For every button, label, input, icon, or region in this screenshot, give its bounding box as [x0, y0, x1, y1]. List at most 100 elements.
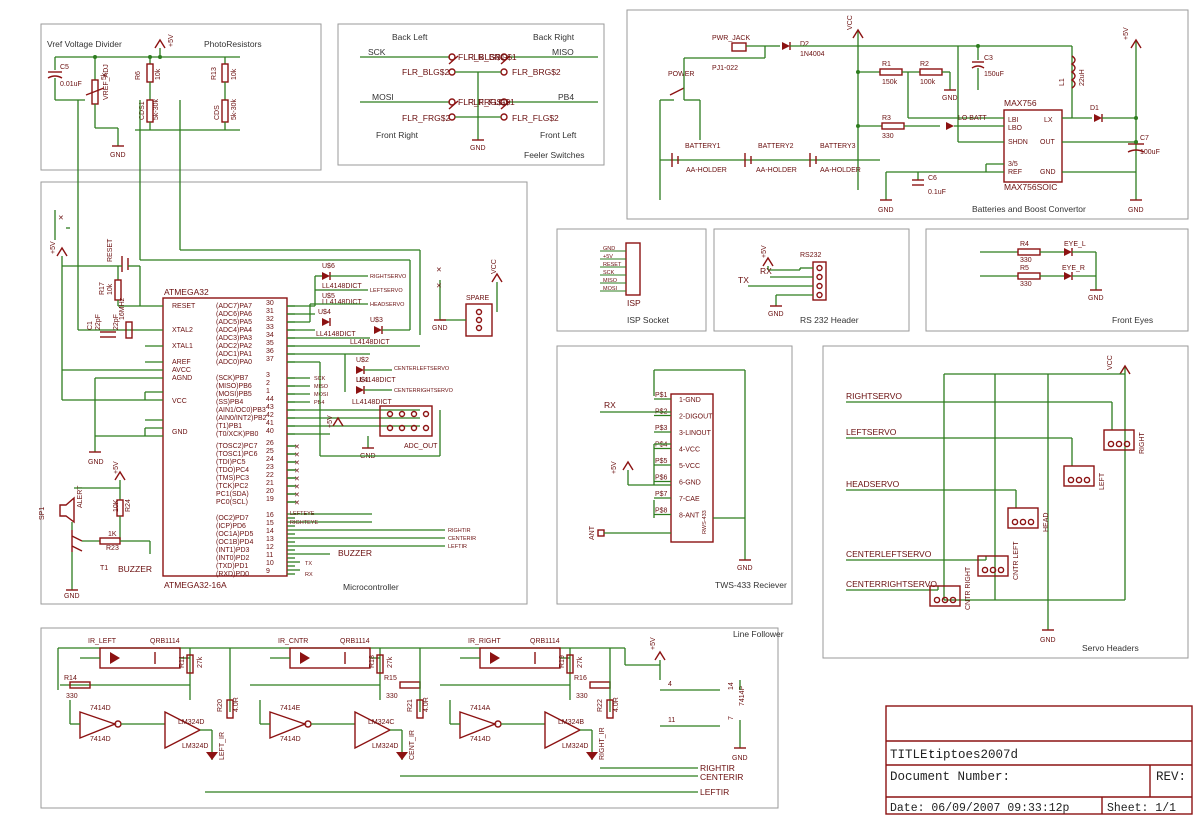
line-out-centerir: CENTERIR: [700, 772, 743, 782]
micro-pin-right-label: (ADC2)PA2: [216, 343, 252, 350]
max-pin-lbo: LBO: [1008, 125, 1023, 132]
rs232-tx: TX: [738, 275, 749, 285]
micro-pin-right-label: (TCK)PC2: [216, 483, 248, 490]
net-buzzer: BUZZER: [338, 548, 372, 558]
isp-pin-reset: RESET: [603, 262, 622, 268]
c3-label: C3: [984, 55, 993, 62]
micro-chip-value: ATMEGA32-16A: [164, 580, 227, 590]
servo-header-pin: [1115, 440, 1123, 448]
r13-label: R13: [211, 67, 218, 80]
micro-pin-right-label: (AIN0/INT2)PB2: [216, 415, 267, 422]
net-rightservo: RIGHTSERVO: [370, 274, 407, 280]
back-right-label: Back Right: [533, 32, 575, 42]
micro-pin-right-label: (RXD)PD0: [216, 571, 249, 578]
battery1-holder: AA-HOLDER: [686, 167, 727, 174]
indicator-led: [586, 752, 598, 760]
servo-header-label: CNTR RIGHT: [965, 566, 972, 610]
isp-pin-5v: +5V: [603, 254, 613, 260]
receiver-pin-label: 4-VCC: [679, 447, 700, 454]
receiver-pin-label: 3-LINOUT: [679, 430, 712, 437]
servo-header-pin: [1123, 440, 1131, 448]
spare-no-connect-x: ✕: [436, 267, 442, 274]
micro-pin-right-number: 16: [266, 512, 274, 519]
led-resistor-label: R20: [217, 699, 224, 712]
series-resistor-label: R14: [64, 675, 77, 682]
servo-header: [1063, 465, 1095, 487]
receiver-pin-name: P$5: [655, 458, 668, 465]
buzzer-5v: +5V: [113, 461, 120, 474]
max-pin-ref: REF: [1008, 169, 1022, 176]
ir-sensor-label: IR_LEFT: [88, 638, 117, 645]
series-resistor-value: 330: [66, 693, 78, 700]
servo-net-label: CENTERRIGHTSERVO: [846, 579, 937, 589]
receiver-pin-label: 7-CAE: [679, 496, 700, 503]
servo-header-pin: [981, 566, 989, 574]
max-pin-35: 3/5: [1008, 161, 1018, 168]
isp-connector-label: ISP: [627, 298, 641, 308]
inverter-value: 7414D: [470, 736, 491, 743]
servo-gnd: GND: [1040, 637, 1056, 644]
servo-header-pin: [949, 596, 957, 604]
cds-label: CDS: [214, 105, 221, 120]
max756-value: MAX756SOIC: [1004, 182, 1057, 192]
flr-frg1: FLR_FRG$1: [458, 97, 506, 107]
power-section: PWR_JACK PJ1-022 D2 1N4004 VCC POWER BAT…: [659, 15, 1160, 214]
indicator-led-label: RIGHT_IR: [599, 727, 606, 760]
vref-section: Vref Voltage Divider PhotoResistors +5V …: [47, 34, 421, 335]
feeler-gnd: GND: [470, 145, 486, 152]
led-resistor-label: R21: [407, 699, 414, 712]
schmitt-inverter: [79, 711, 118, 740]
micro-pin-right-number: 14: [266, 528, 274, 535]
r1-label: R1: [882, 61, 891, 68]
no-connect-x: ✕: [294, 468, 300, 475]
line-pwr-label: 7414P: [739, 685, 746, 706]
micro-pin-right-number: 31: [266, 308, 274, 315]
output-gnd: GND: [1128, 207, 1144, 214]
r13-value: 10k: [231, 68, 238, 80]
sp1-label: SP1: [39, 507, 46, 520]
isp-section: ISP ISP Socket GND +5V RESET SCK MISO MO…: [600, 242, 670, 325]
title-block: TITLE: tiptoes2007d Document Number: REV…: [885, 705, 1193, 815]
servo-header-pin: [1011, 518, 1019, 526]
no-connect-x: ✕: [294, 452, 300, 459]
rev-label: REV:: [1156, 770, 1186, 784]
micro-pin-right-number: 33: [266, 324, 274, 331]
section-frames: [40, 9, 1189, 809]
receiver-pin-label: 5-VCC: [679, 463, 700, 470]
front-left-label: Front Left: [540, 130, 577, 140]
micro-pin-right-label: (TXD)PD1: [216, 563, 248, 570]
adc-out-label: ADC_OUT: [404, 443, 438, 450]
r4-value: 330: [1020, 257, 1032, 264]
u1-value: LL4148DICT: [352, 399, 392, 406]
micro-pin-right-number: 20: [266, 488, 274, 495]
feeler-section-title: Feeler Switches: [524, 150, 584, 160]
receiver-ant: ANT: [589, 525, 596, 540]
cds1-value: 5k-30k: [153, 98, 160, 120]
micro-pin-right-number: 13: [266, 536, 274, 543]
servo-headers: RIGHTSERVORIGHTLEFTSERVOLEFTHEADSERVOHEA…: [846, 391, 1146, 610]
net-sck: SCK: [314, 376, 326, 382]
pullup-resistor: [566, 654, 574, 674]
inverter-label: 7414D: [90, 705, 111, 712]
inverter-value: 7414D: [280, 736, 301, 743]
micro-pin-right-label: (TMS)PC3: [216, 475, 249, 482]
r6-label: R6: [135, 71, 142, 80]
micro-pin-right-number: 24: [266, 456, 274, 463]
servo-header-pin: [933, 596, 941, 604]
adc-5v: +5V: [327, 415, 334, 428]
micro-pin-right-number: 35: [266, 340, 274, 347]
receiver-pin-label: 2-DIGOUT: [679, 414, 713, 421]
net-pb4: PB4: [314, 400, 324, 406]
rs232-rx: RX: [760, 266, 772, 276]
receiver-pins: 1-GNDP$12-DIGOUTP$23-LINOUTP$34-VCCP$45-…: [654, 392, 713, 520]
spare-gnd: GND: [432, 325, 448, 332]
micro-pin-agnd: AGND: [172, 375, 192, 382]
c1-label: C1: [87, 321, 94, 330]
inverter-label: 7414A: [470, 705, 491, 712]
vref-5v-label: +5V: [168, 34, 175, 47]
micro-pin-right-label: (AIN1/OC0)PB3: [216, 407, 266, 414]
cds1-label: CDS1: [139, 101, 146, 120]
r2-label: R2: [920, 61, 929, 68]
series-resistor-label: R15: [384, 675, 397, 682]
portc-no-connect-marks: ✕✕✕✕✕✕✕✕: [287, 444, 300, 507]
